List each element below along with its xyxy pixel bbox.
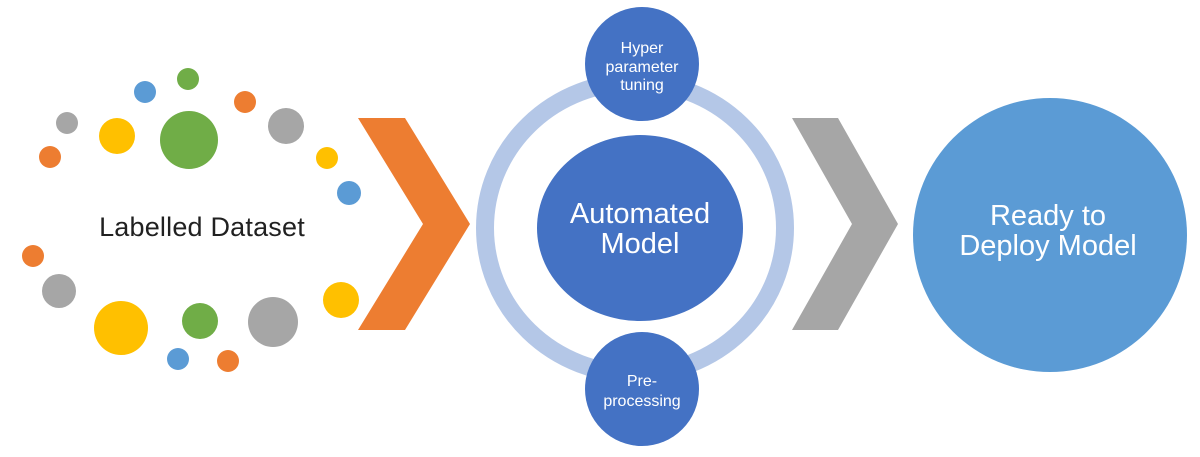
dataset-dot-orange [234,91,256,113]
hyperparameter-tuning-label-line3: tuning [620,77,664,94]
dataset-dot-orange [217,350,239,372]
dataset-dot-yellow [316,147,338,169]
dataset-dot-yellow [323,282,359,318]
labelled-dataset-label: Labelled Dataset [99,212,305,242]
dataset-dot-gray [56,112,78,134]
hyperparameter-tuning-circle [585,7,699,121]
dataset-dot-orange [39,146,61,168]
dataset-dot-blue [337,181,361,205]
automated-model-label-line1: Automated [570,198,710,230]
automated-model-ellipse [537,135,743,321]
chevron-right-arrow-orange [358,118,470,330]
ready-to-deploy-label-line1: Ready to [990,200,1106,232]
dataset-dot-gray [268,108,304,144]
dataset-dot-blue [134,81,156,103]
dataset-dot-gray [248,297,298,347]
ready-to-deploy-circle [913,98,1187,372]
dataset-dot-green [177,68,199,90]
dataset-dot-green [182,303,218,339]
chevron-right-arrow-gray [792,118,898,330]
dataset-dot-yellow [94,301,148,355]
hyperparameter-tuning-label-line2: parameter [606,59,680,76]
preprocessing-circle [585,332,699,446]
hyperparameter-tuning-label-line1: Hyper [621,40,664,57]
dataset-dot-yellow [99,118,135,154]
dataset-dot-orange [22,245,44,267]
preprocessing-label-line2: processing [603,393,680,410]
dataset-dot-gray [42,274,76,308]
automated-model-label-line2: Model [601,228,680,260]
dataset-dot-blue [167,348,189,370]
dataset-dot-green [160,111,218,169]
ready-to-deploy-label-line2: Deploy Model [959,230,1136,262]
dataset-dots-layer [22,68,361,372]
preprocessing-label-line1: Pre- [627,373,657,390]
